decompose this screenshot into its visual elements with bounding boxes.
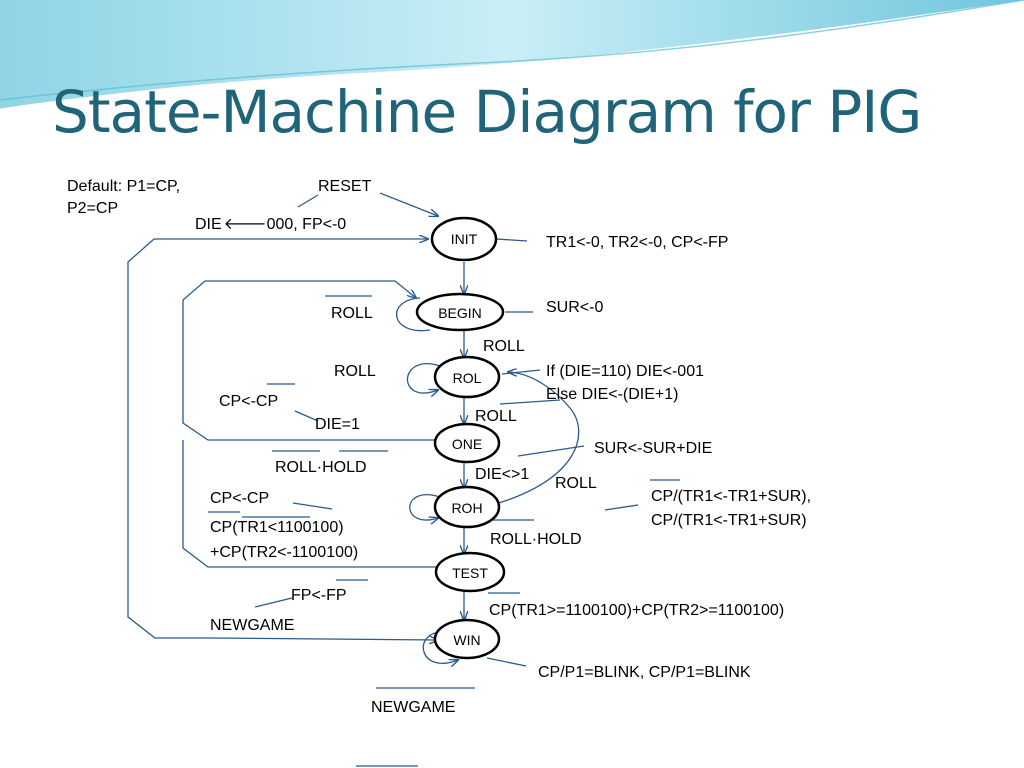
fp-swap-label: FP<-FP — [291, 587, 347, 604]
state-win: WIN — [433, 618, 501, 660]
win-action-label: CP/P1=BLINK, CP/P1=BLINK — [538, 664, 751, 681]
die-reset-label: DIE🡐000, FP<-0 — [195, 216, 346, 233]
slide-title: State-Machine Diagram for PIG — [52, 78, 922, 146]
roll-hold-label: ROLL·HOLD — [275, 459, 367, 476]
default-label-line1: Default: P1=CP, — [67, 178, 180, 195]
test-cond-line2: +CP(TR2<-1100100) — [210, 544, 358, 561]
init-action-label: TR1<-0, TR2<-0, CP<-FP — [546, 234, 728, 251]
state-roh-label: ROH — [451, 500, 482, 516]
state-begin-label: BEGIN — [438, 305, 482, 321]
newgame-label-1: NEWGAME — [210, 617, 294, 634]
test-cond-line1: CP(TR1<1100100) — [210, 519, 344, 536]
left-arrow-icon: 🡐 — [224, 216, 267, 233]
roll-hold-test-label: ROLL·HOLD — [490, 531, 582, 548]
cp-swap-roh-label: CP<-CP — [210, 490, 269, 507]
roh-action-line2: CP/(TR1<-TR1+SUR) — [651, 512, 807, 529]
state-roh: ROH — [433, 485, 501, 529]
state-one: ONE — [433, 422, 501, 464]
state-test-label: TEST — [452, 565, 488, 581]
one-action-label: SUR<-SUR+DIE — [594, 440, 712, 457]
roll-begin-rol-label: ROLL — [483, 338, 525, 355]
state-rol-label: ROL — [453, 370, 482, 386]
win-cond-label: CP(TR1>=1100100)+CP(TR2>=1100100) — [489, 602, 784, 619]
state-test: TEST — [434, 551, 506, 593]
reset-label: RESET — [318, 178, 372, 195]
die-eq-1-label: DIE=1 — [315, 416, 360, 433]
state-init-label: INIT — [451, 231, 478, 247]
roh-action-line1: CP/(TR1<-TR1+SUR), — [651, 488, 811, 505]
cp-swap-one-label: CP<-CP — [219, 393, 278, 410]
roll-rol-one-label: ROLL — [475, 408, 517, 425]
roll-roh-label: ROLL — [555, 475, 597, 492]
die-ne-1-label: DIE<>1 — [475, 466, 529, 483]
default-label-line2: P2=CP — [67, 200, 118, 217]
newgame-label-2: NEWGAME — [371, 699, 455, 716]
rol-action-line2: Else DIE<-(DIE+1) — [546, 386, 678, 403]
header-wave-decoration — [0, 0, 1024, 112]
state-win-label: WIN — [453, 632, 480, 648]
roll-begin-self-label: ROLL — [331, 305, 373, 322]
connectors — [127, 192, 639, 666]
complement-overlines — [208, 295, 680, 767]
diagram-labels: Default: P1=CP, P2=CP RESET DIE🡐000, FP<… — [67, 178, 811, 716]
roll-rol-self-label: ROLL — [334, 363, 376, 380]
rol-action-line1: If (DIE=110) DIE<-001 — [546, 363, 704, 380]
state-rol: ROL — [433, 355, 501, 399]
state-begin: BEGIN — [415, 292, 505, 332]
begin-action-label: SUR<-0 — [546, 299, 603, 316]
state-init: INIT — [430, 216, 498, 262]
state-one-label: ONE — [452, 436, 482, 452]
